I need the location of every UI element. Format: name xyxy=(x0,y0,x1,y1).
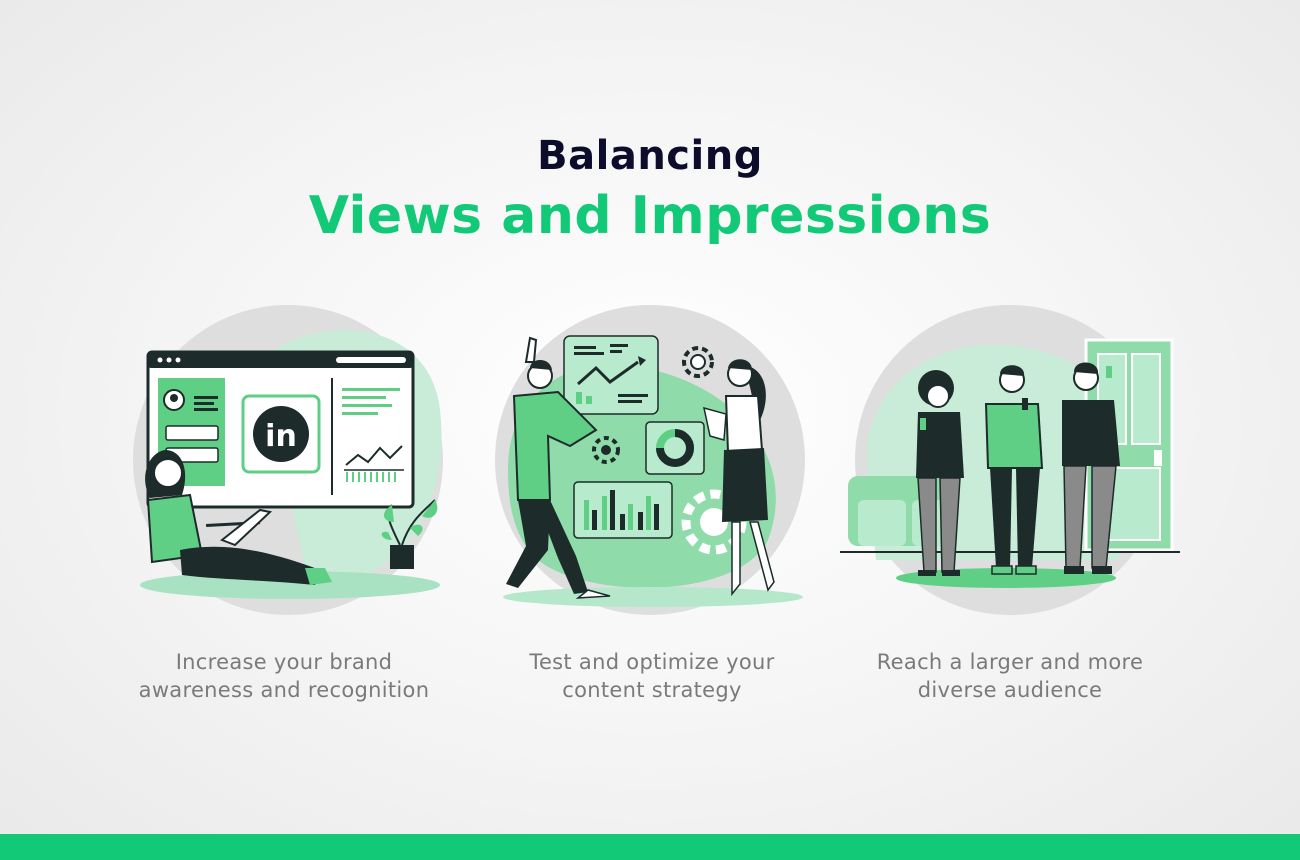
floor-shadow xyxy=(503,587,803,607)
large-gear-icon xyxy=(681,489,747,555)
woman-with-document xyxy=(703,359,775,597)
bar-chart-card xyxy=(573,481,673,539)
header: Balancing Views and Impressions xyxy=(0,128,1300,248)
title-line-1: Balancing xyxy=(537,133,763,179)
caption-content-strategy: Test and optimize your content strategy xyxy=(529,650,775,702)
man-presenting xyxy=(506,336,611,599)
gear-icon xyxy=(592,436,620,464)
linkedin-logo-text: in xyxy=(265,419,297,454)
panel-audience-reach xyxy=(836,300,1196,620)
panel-content-strategy xyxy=(478,300,838,620)
caption-audience-reach: Reach a larger and more diverse audience xyxy=(876,650,1144,702)
person-right xyxy=(1062,362,1120,574)
line-chart-card xyxy=(563,335,659,415)
browser-window xyxy=(146,350,415,509)
audience-reach-illustration xyxy=(840,305,1180,615)
plant-icon xyxy=(381,499,438,569)
content-strategy-illustration xyxy=(495,305,805,615)
gear-icon xyxy=(682,346,714,378)
caption-brand-awareness: Increase your brand awareness and recogn… xyxy=(138,650,430,702)
bottom-accent-bar xyxy=(0,834,1300,860)
person-left xyxy=(916,370,964,576)
panel-brand-awareness: in xyxy=(110,300,470,620)
person-middle xyxy=(984,365,1044,575)
woman-with-laptop xyxy=(145,450,332,585)
brand-awareness-illustration: in xyxy=(133,305,443,615)
title-line-2: Views and Impressions xyxy=(308,186,992,246)
donut-chart-card xyxy=(645,421,705,475)
